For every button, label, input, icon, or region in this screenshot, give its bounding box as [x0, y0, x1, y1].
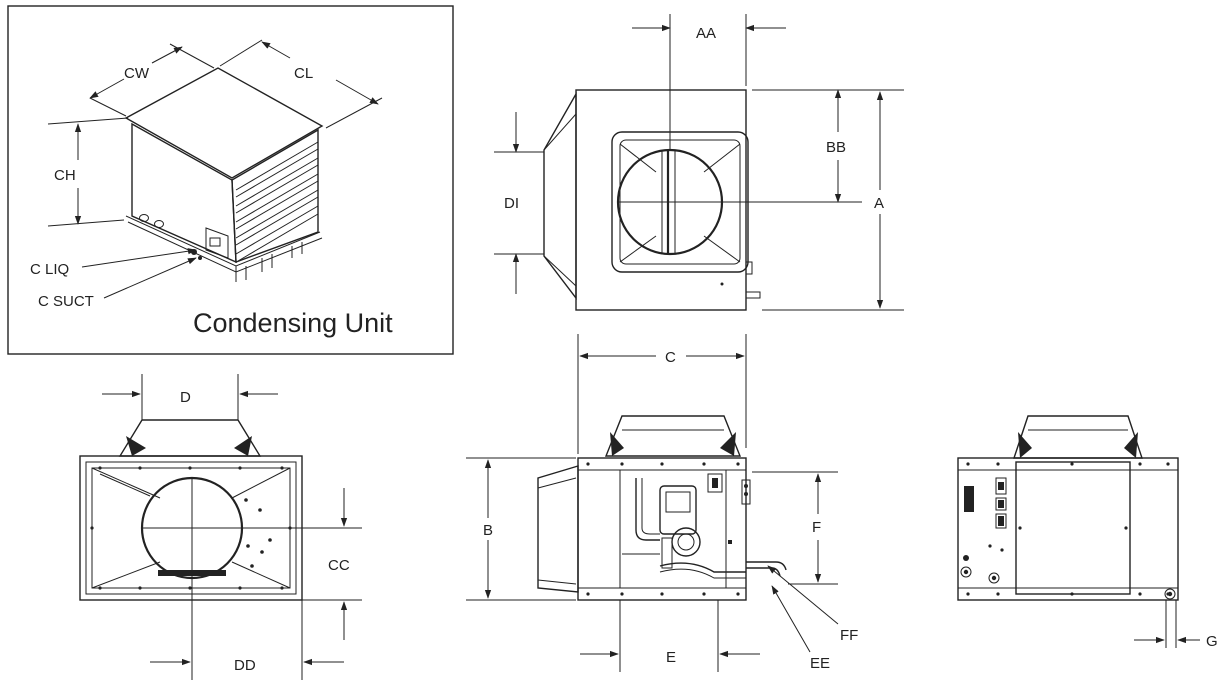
dim-b-label: B	[483, 522, 493, 539]
rear-view: G	[957, 415, 1218, 650]
cl-label: CL	[294, 65, 313, 82]
ch-label: CH	[54, 167, 76, 184]
inset-frame	[7, 5, 454, 355]
dim-f-label: F	[812, 519, 821, 536]
dim-cc-label: CC	[328, 557, 350, 574]
dim-aa-label: AA	[696, 25, 716, 42]
inset-caption: Condensing Unit	[193, 308, 393, 338]
side-view: B E F FF EE	[466, 415, 858, 672]
condensing-unit-drawing	[124, 67, 324, 282]
dim-di-label: DI	[504, 195, 519, 212]
dim-e-label: E	[666, 649, 676, 666]
c-suct-label: C SUCT	[38, 293, 94, 310]
dim-g-label: G	[1206, 633, 1218, 650]
dim-a-label: A	[874, 195, 884, 212]
dim-d-label: D	[180, 389, 191, 406]
dim-dd-label: DD	[234, 657, 256, 674]
dim-c-label: C	[665, 349, 676, 366]
cw-label: CW	[124, 65, 150, 82]
dim-ee-label: EE	[810, 655, 830, 672]
front-view: D CC DD	[79, 374, 362, 680]
dim-ff-label: FF	[840, 627, 858, 644]
dim-bb-label: BB	[826, 139, 846, 156]
c-liq-label: C LIQ	[30, 261, 69, 278]
condensing-unit-inset: CW CL CH C LIQ C SUCT Condensing Unit	[7, 5, 454, 355]
top-view: AA BB A DI C	[494, 14, 904, 454]
